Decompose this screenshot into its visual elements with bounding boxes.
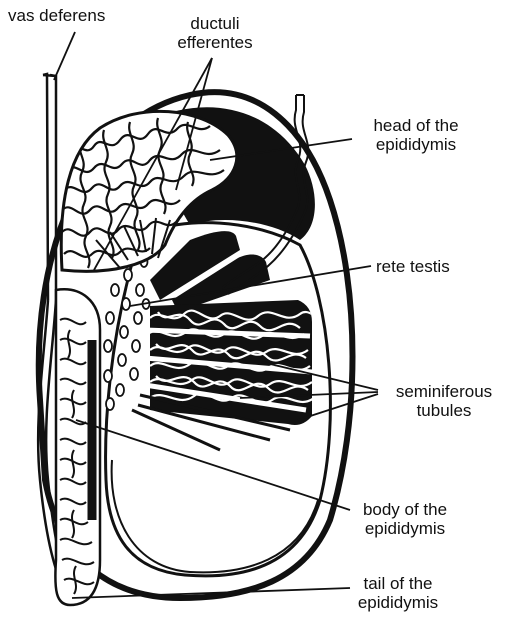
label-ductuli-efferentes: ductuli efferentes: [172, 14, 258, 52]
label-seminiferous-tubules: seminiferous tubules: [384, 382, 504, 420]
label-body-of-epididymis: body of the epididymis: [350, 500, 460, 538]
epididymis-body-tail: [55, 289, 100, 605]
label-vas-deferens: vas deferens: [8, 6, 105, 25]
label-rete-testis: rete testis: [376, 257, 450, 276]
label-head-of-epididymis: head of the epididymis: [356, 116, 476, 154]
leader-vas-deferens: [54, 32, 75, 80]
label-tail-of-epididymis: tail of the epididymis: [344, 574, 452, 612]
